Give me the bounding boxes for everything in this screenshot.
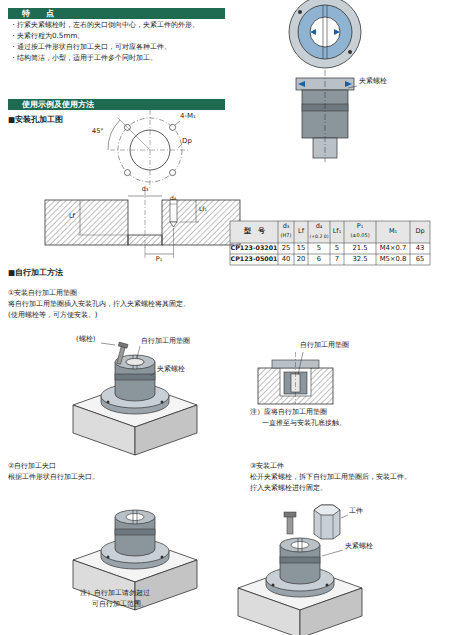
dimension-label: Lf₁ bbox=[199, 206, 207, 213]
table-cell: 32.5 bbox=[352, 256, 367, 263]
feature-text: ・通过按工件形状自行加工夹口，可对应各种工件。 bbox=[10, 43, 171, 51]
table-header: M₁ bbox=[389, 228, 397, 235]
part-label: 夹紧螺栓 bbox=[157, 366, 185, 374]
step-title: ①安装自行加工用垫圈 bbox=[8, 289, 77, 297]
table-cell: 65 bbox=[416, 256, 425, 263]
part-label: 工件 bbox=[349, 508, 363, 516]
table-cell: 43 bbox=[416, 245, 425, 252]
table-cell: 7 bbox=[335, 256, 339, 263]
table-header: Lf bbox=[298, 228, 304, 235]
step-text: 将自行加工用垫圈插入安装孔内，拧入夹紧螺栓将其固定。 bbox=[8, 300, 190, 308]
dimension-label: 45° bbox=[92, 128, 104, 135]
table-header: d₄ bbox=[316, 223, 323, 230]
dimension-label: Lf bbox=[69, 213, 75, 220]
table-header: Lf₁ bbox=[333, 228, 342, 235]
step-text: 拧入夹紧螺栓进行固定。 bbox=[250, 484, 327, 492]
table-header: d₃ bbox=[283, 223, 290, 230]
part-label: 夹紧螺栓 bbox=[359, 78, 387, 86]
section-band: 特 点 bbox=[8, 8, 225, 19]
part-label: (螺栓) bbox=[76, 336, 95, 344]
table-header: (±0.05) bbox=[350, 233, 369, 239]
table-cell: 5 bbox=[335, 245, 339, 252]
table-header: P₁ bbox=[357, 223, 364, 230]
feature-text: ・拧紧夹紧螺栓时，左右的夹口倒向中心，夹紧工件的外形。 bbox=[10, 21, 199, 29]
step-title: ③安装工件 bbox=[250, 462, 284, 470]
feature-text: ・结构简洁，小型，适用于工件多个同时加工。 bbox=[10, 54, 157, 62]
dimension-label: 4-M₁ bbox=[180, 113, 196, 121]
part-label: 自行加工用垫圈 bbox=[141, 338, 190, 346]
feature-text: ・夹紧行程为0.5mm。 bbox=[10, 32, 84, 40]
step-title: ②自行加工夹口 bbox=[8, 462, 56, 470]
table-cell: 5 bbox=[317, 245, 321, 252]
table-header: 型 号 bbox=[244, 228, 265, 236]
note-text: 注）应将自行加工用垫圈 bbox=[250, 409, 327, 417]
table-cell: 25 bbox=[282, 245, 291, 252]
table-cell: M5×0.8 bbox=[380, 256, 407, 263]
dimension-label: d₃ bbox=[142, 186, 149, 193]
table-cell: 20 bbox=[297, 256, 306, 263]
section-title: 使用示例及使用方法 bbox=[22, 100, 94, 109]
part-label: 夹紧螺栓 bbox=[345, 543, 373, 551]
table-header: (+0.2 0) bbox=[309, 234, 328, 239]
table-cell: 15 bbox=[297, 245, 306, 252]
table-header: (H7) bbox=[281, 233, 292, 239]
table-cell: M4×0.7 bbox=[380, 245, 407, 252]
note-text: 一直推至与安装孔底接触。 bbox=[262, 420, 346, 428]
step-text: (使用螺栓等，可方便安装。) bbox=[8, 311, 98, 319]
table-cell: 6 bbox=[317, 256, 321, 263]
table-cell: 40 bbox=[282, 256, 291, 263]
section-title: 特 点 bbox=[22, 9, 54, 18]
section-heading: ■自行加工方法 bbox=[8, 269, 63, 277]
dimension-label: Dp bbox=[182, 138, 192, 146]
note-text: 可自行加工范围。 bbox=[92, 601, 148, 609]
note-text: 注）自行加工请勿超过 bbox=[80, 590, 150, 598]
table-cell: 21.5 bbox=[352, 245, 367, 252]
section-heading: ■安装孔加工图 bbox=[8, 116, 63, 124]
table-header: Dp bbox=[415, 228, 424, 235]
step-text: 松开夹紧螺栓，拆下自行加工用垫圈后，安装工件。 bbox=[250, 473, 411, 481]
dimension-label: d₄ bbox=[170, 195, 176, 202]
dimension-label: P₁ bbox=[156, 256, 163, 263]
table-cell: CP123-05001 bbox=[231, 256, 278, 263]
part-label: 自行加工用垫圈 bbox=[300, 342, 349, 350]
step-text: 根据工件形状自行加工夹口。 bbox=[8, 473, 99, 481]
section-band: 使用示例及使用方法 bbox=[8, 99, 225, 110]
table-cell: CP123-03201 bbox=[231, 245, 278, 252]
